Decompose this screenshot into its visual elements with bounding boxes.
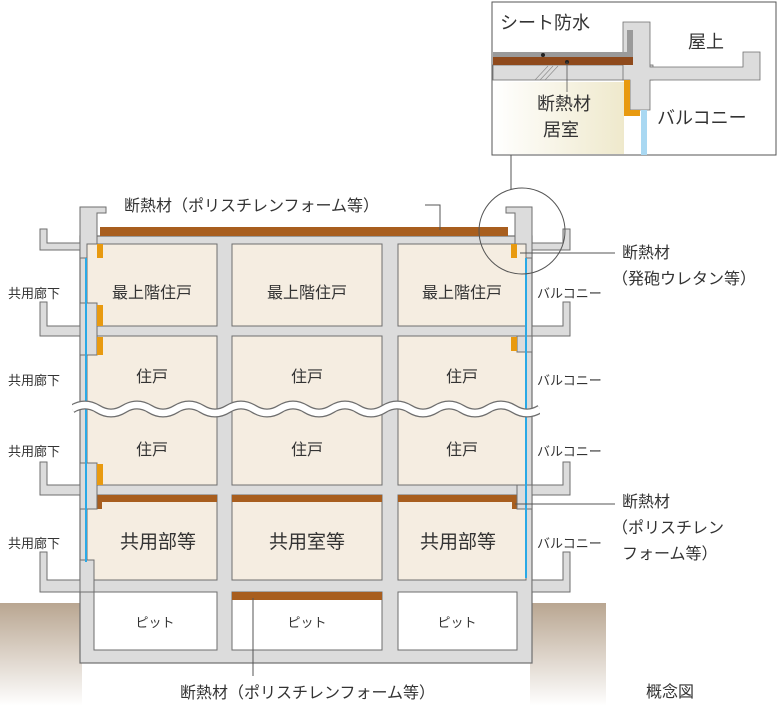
break-wave: [69, 400, 543, 418]
pit-label: ピット: [437, 616, 476, 631]
detail-inset: シート防水 屋上 断熱材 居室 バルコニー: [491, 1, 777, 156]
ground-right: [530, 603, 606, 706]
pit-label: ピット: [135, 616, 174, 631]
roof-insulation-label: 断熱材（ポリスチレンフォーム等）: [124, 196, 379, 215]
room-label: 住戸: [291, 367, 323, 386]
slab-insulation: [94, 495, 519, 600]
inset-balcony-label: バルコニー: [657, 108, 747, 129]
pit-insulation-label: 断熱材（ポリスチレンフォーム等）: [180, 683, 435, 702]
corridor-label: 共用廊下: [8, 536, 60, 552]
roof-insulation-board: [100, 227, 508, 236]
room-label: 住戸: [291, 440, 323, 459]
balcony-label: バルコニー: [537, 374, 602, 389]
pits: [93, 591, 518, 651]
detail-circle: [478, 187, 566, 275]
ground-left: [0, 603, 82, 706]
inset-insulation-label: 断熱材: [537, 94, 591, 115]
balcony-slabs: [516, 228, 571, 593]
pit-label: ピット: [287, 616, 326, 631]
corridor-label: 共用廊下: [8, 373, 60, 389]
balcony-label: バルコニー: [537, 537, 602, 552]
slab-insulation-label: 断熱材: [622, 492, 670, 511]
slab-insulation-label: フォーム等）: [622, 544, 718, 563]
wave-mask-right: [540, 395, 570, 423]
balcony-label: バルコニー: [537, 445, 602, 460]
corridor-slabs: [39, 228, 98, 593]
concept-label: 概念図: [646, 682, 694, 701]
corridor-label: 共用廊下: [8, 444, 60, 460]
inset-room-label: 居室: [543, 120, 579, 141]
room-label: 共用部等: [420, 531, 496, 553]
slab-insulation-label: （ポリスチレン: [612, 518, 724, 537]
room-label: 最上階住戸: [422, 283, 502, 302]
wave-mask-left: [60, 395, 72, 423]
room-label: 住戸: [136, 440, 168, 459]
room-label: 住戸: [446, 367, 478, 386]
urethane-label: （発砲ウレタン等）: [612, 269, 756, 288]
room-label: 共用室等: [269, 531, 345, 553]
leader-roof: [425, 204, 441, 230]
room-label: 最上階住戸: [112, 283, 192, 302]
room-label: 共用部等: [120, 531, 196, 553]
urethane-label: 断熱材: [622, 243, 670, 262]
room-label: 住戸: [136, 367, 168, 386]
balcony-label: バルコニー: [537, 287, 602, 302]
inset-waterproof-label: シート防水: [500, 13, 590, 34]
urethane-insulation: [97, 244, 517, 485]
room-label: 住戸: [446, 440, 478, 459]
room-label: 最上階住戸: [267, 283, 347, 302]
corridor-label: 共用廊下: [8, 286, 60, 302]
inset-rooftop-label: 屋上: [688, 32, 724, 53]
